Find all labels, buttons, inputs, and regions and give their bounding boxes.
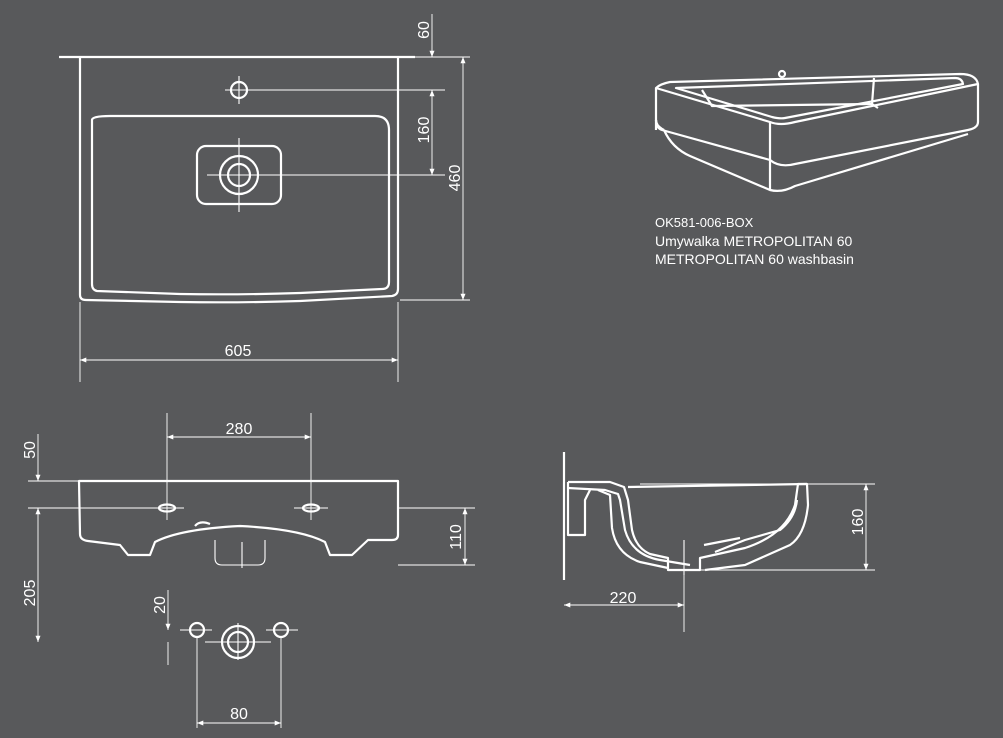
product-code: OK581-006-BOX: [655, 215, 754, 230]
dim-basin-height: 110: [448, 524, 465, 550]
dim-width: 605: [225, 343, 252, 360]
dim-waste-spacing: 80: [230, 706, 248, 723]
dim-tap-spacing: 280: [226, 421, 253, 438]
dim-depth: 460: [447, 165, 464, 192]
top-view: 60 160 460 605: [59, 14, 470, 382]
dim-fixing-height: 205: [22, 580, 39, 607]
product-name-pl: Umywalka METROPOLITAN 60: [655, 233, 853, 249]
dim-drain-distance: 220: [610, 590, 637, 607]
dim-side-height: 160: [850, 509, 867, 536]
dim-waste-offset: 20: [152, 596, 169, 614]
dim-tap-height: 50: [22, 441, 39, 459]
dim-drain-offset: 160: [416, 117, 433, 144]
dim-tap-offset: 60: [416, 21, 433, 39]
side-section: 160 220: [562, 452, 875, 632]
product-name-en: METROPOLITAN 60 washbasin: [655, 251, 854, 267]
waste-detail: 20 80: [152, 590, 298, 728]
front-view: 280 50 110 205: [22, 413, 475, 642]
perspective-view: [654, 69, 980, 192]
product-caption: OK581-006-BOX Umywalka METROPOLITAN 60 M…: [655, 214, 854, 268]
